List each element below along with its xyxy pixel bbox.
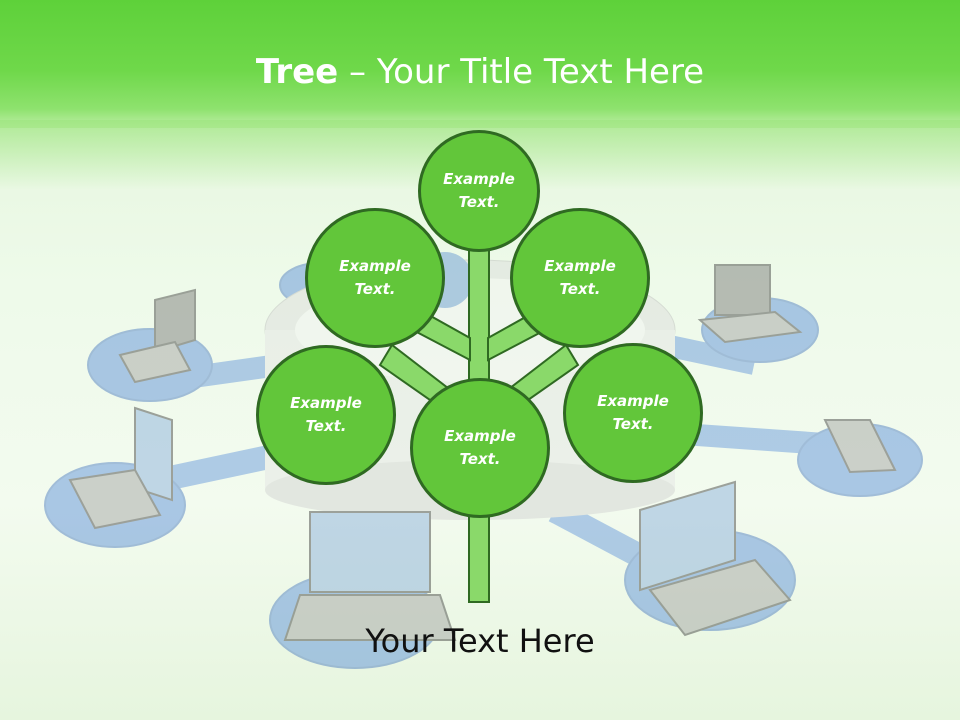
tree-node-lower-right[interactable]: Example Text. [563, 343, 703, 483]
footer-text: Your Text Here [365, 622, 595, 660]
tree-node-lower-right-text: Example Text. [597, 392, 669, 433]
tree-node-upper-right-text: Example Text. [544, 257, 616, 298]
title-banner [0, 0, 960, 128]
laptops [68, 264, 897, 641]
tree-node-lower-left-text: Example Text. [290, 394, 362, 435]
tree-node-top[interactable]: Example Text. [418, 130, 540, 252]
platform-discs [44, 262, 923, 669]
tree-node-upper-left-text: Example Text. [339, 257, 411, 298]
tree-node-upper-right[interactable]: Example Text. [510, 208, 650, 348]
title-keyword: Tree [255, 52, 339, 92]
tree-node-center-text: Example Text. [444, 427, 516, 468]
tree-node-lower-left[interactable]: Example Text. [256, 345, 396, 485]
network-connectors [149, 320, 840, 620]
tree-node-center[interactable]: Example Text. [410, 378, 550, 518]
slide-title: Tree – Your Title Text Here [0, 52, 960, 92]
tree-node-top-text: Example Text. [443, 170, 515, 211]
tree-node-upper-left[interactable]: Example Text. [305, 208, 445, 348]
title-rest: – Your Title Text Here [338, 52, 705, 92]
